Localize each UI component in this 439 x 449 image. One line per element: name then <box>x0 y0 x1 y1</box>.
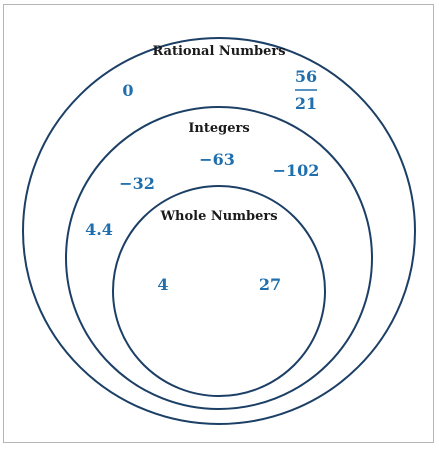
diagram-frame <box>3 4 434 443</box>
whole-numbers-circle <box>112 185 326 397</box>
integers-label: Integers <box>188 121 249 136</box>
number-decimal: 4.4 <box>85 220 113 239</box>
number-neg-102: −102 <box>273 161 320 180</box>
number-twenty-seven: 27 <box>259 275 281 294</box>
whole-numbers-label: Whole Numbers <box>159 209 277 224</box>
fraction-numerator: 56 <box>295 67 317 86</box>
number-four: 4 <box>157 275 168 294</box>
number-neg-63: −63 <box>199 150 235 169</box>
number-zero: 0 <box>122 81 133 100</box>
integers-circle <box>65 106 373 410</box>
fraction-denominator: 21 <box>295 94 317 113</box>
rational-numbers-label: Rational Numbers <box>152 44 285 59</box>
number-neg-32: −32 <box>119 174 155 193</box>
rational-numbers-circle <box>22 37 416 425</box>
